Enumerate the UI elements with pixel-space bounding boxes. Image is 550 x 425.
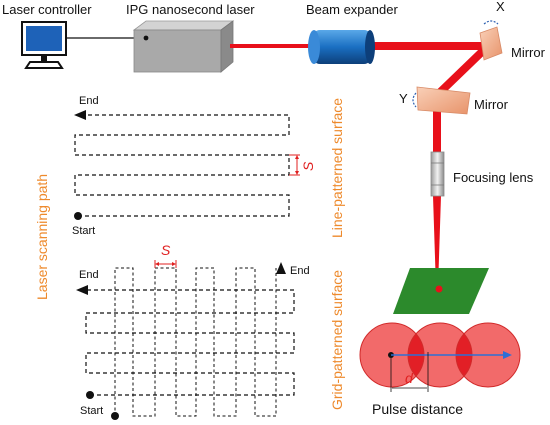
grid-path-end-arrow-left — [76, 285, 88, 295]
grid-path-end-left-label: End — [79, 269, 99, 281]
line-path-end-arrow — [74, 110, 86, 120]
scanning-path-label: Laser scanning path — [34, 174, 50, 300]
line-path-end-label: End — [79, 95, 99, 107]
grid-surface-label: Grid-patterned surface — [329, 270, 345, 410]
mirror-top-label: Mirror — [511, 45, 546, 60]
laser-beam — [230, 42, 491, 288]
grid-path-end-arrow-up — [276, 262, 286, 274]
axis-y-label: Y — [399, 91, 408, 106]
laser-controller-monitor-icon — [21, 21, 67, 69]
mirror-y-icon — [412, 86, 471, 115]
laser-controller-label: Laser controller — [2, 2, 92, 17]
pulse-distance-label: Pulse distance — [372, 401, 463, 417]
pulse-spots-illustration — [359, 322, 521, 392]
line-path-start-dot — [74, 212, 82, 220]
sample-surface-icon — [393, 268, 489, 314]
grid-path-end-right-label: End — [290, 265, 310, 277]
axis-x-label: X — [496, 0, 505, 14]
focusing-lens-icon — [430, 151, 445, 197]
focusing-lens-label: Focusing lens — [453, 170, 534, 185]
grid-path-start-dot — [86, 391, 94, 399]
grid-spacing-marker — [154, 260, 177, 268]
grid-path-start-dot-vertical — [111, 412, 119, 420]
mirror-x-icon — [479, 20, 503, 61]
ipg-laser-label: IPG nanosecond laser — [126, 2, 255, 17]
grid-scan-path-horizontal — [82, 289, 295, 396]
ipg-laser-box-icon — [132, 20, 235, 73]
line-path-start-label: Start — [72, 225, 95, 237]
beam-expander-icon — [308, 30, 375, 64]
grid-path-start-label: Start — [80, 405, 103, 417]
grid-spacing-label: S — [161, 242, 171, 258]
line-spacing-marker — [289, 154, 300, 176]
line-spacing-label: S — [300, 161, 316, 171]
beam-expander-label: Beam expander — [306, 2, 398, 17]
line-scan-path — [74, 114, 290, 217]
grid-scan-path-vertical — [114, 267, 277, 417]
line-surface-label: Line-patterned surface — [329, 98, 345, 238]
mirror-bottom-label: Mirror — [474, 97, 509, 112]
pulse-d-label: d — [405, 370, 414, 386]
